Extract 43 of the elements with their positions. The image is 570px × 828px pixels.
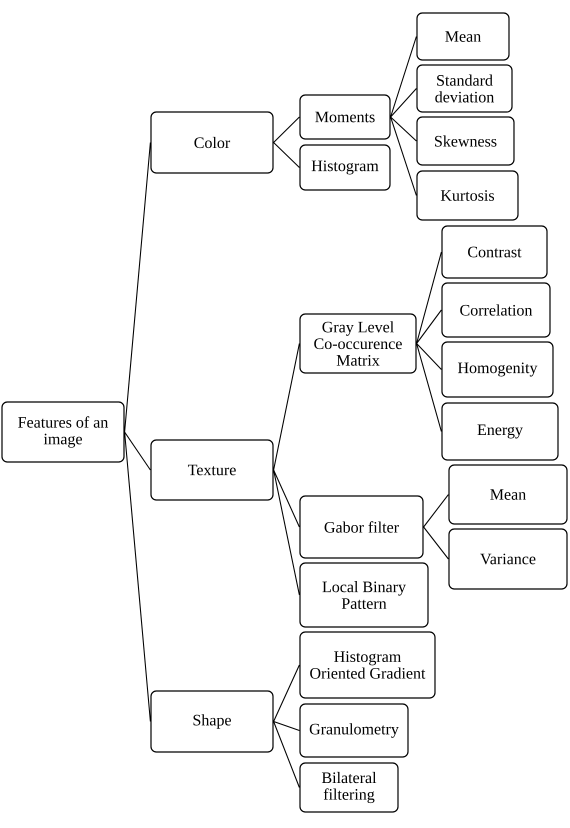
connector-line — [416, 343, 442, 370]
tree-node-box: Correlation — [441, 282, 551, 338]
tree-node-box: Histogram — [299, 144, 391, 191]
connector-line — [273, 116, 300, 143]
tree-node-box: Moments — [299, 94, 391, 140]
tree-node-box: Features of an image — [1, 401, 125, 463]
connector-line — [124, 432, 151, 470]
tree-node-box: Local Binary Pattern — [299, 562, 429, 628]
tree-node-box: Bilateral filtering — [299, 762, 399, 813]
tree-node-box: Homogenity — [441, 341, 554, 398]
tree-node-box: Texture — [150, 439, 274, 501]
connector-line — [390, 116, 417, 142]
connector-line — [124, 142, 151, 432]
tree-node-box: Gray Level Co-occurence Matrix — [299, 313, 417, 374]
connector-line — [273, 470, 300, 596]
tree-node-box: Variance — [448, 528, 568, 590]
connector-line — [273, 721, 300, 788]
connector-line — [273, 664, 300, 722]
tree-node-box: Kurtosis — [416, 170, 519, 221]
connector-line — [273, 142, 300, 168]
tree-node-box: Color — [150, 111, 274, 174]
connector-line — [416, 343, 442, 432]
connector-line — [390, 88, 417, 118]
connector-line — [390, 116, 417, 196]
connector-line — [423, 526, 449, 560]
connector-line — [273, 470, 300, 528]
connector-line — [390, 36, 417, 118]
connector-line — [273, 343, 300, 470]
connector-line — [416, 252, 442, 344]
tree-node-box: Energy — [441, 402, 559, 461]
tree-node-box: Shape — [150, 690, 274, 753]
tree-node-box: Mean — [416, 12, 510, 61]
tree-node-box: Granulometry — [299, 703, 409, 758]
connector-line — [124, 432, 151, 722]
tree-node-box: Gabor filter — [299, 495, 424, 559]
tree-node-box: Skewness — [416, 116, 515, 166]
tree-node-box: Histogram Oriented Gradient — [299, 631, 436, 699]
connector-line — [416, 310, 442, 344]
connector-line — [273, 721, 300, 732]
tree-node-box: Mean — [448, 464, 568, 525]
connector-line — [423, 494, 449, 528]
tree-node-box: Contrast — [441, 225, 548, 279]
tree-node-box: Standard deviation — [416, 64, 513, 113]
